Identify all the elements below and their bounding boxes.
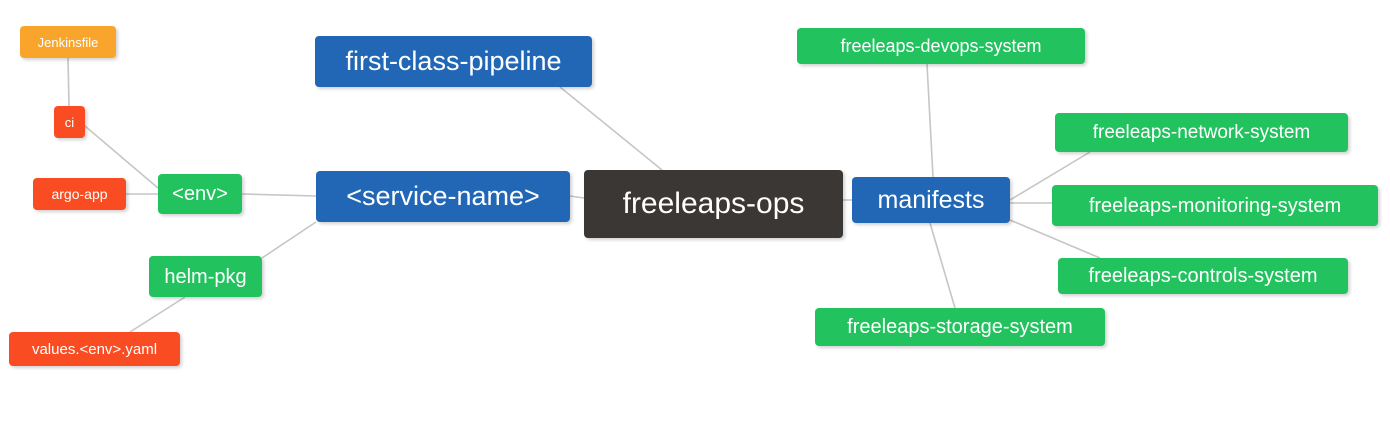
node-jenkinsfile[interactable]: Jenkinsfile [20, 26, 116, 58]
node-env[interactable]: <env> [158, 174, 242, 214]
edge-service-name-to-freeleaps-ops [569, 195, 585, 199]
node-freeleaps-storage-system[interactable]: freeleaps-storage-system [815, 308, 1105, 346]
edge-first-class-pipeline-to-freeleaps-ops [559, 86, 663, 171]
edge-manifests-to-freeleaps-devops-system [926, 63, 934, 178]
edge-jenkinsfile-to-ci [67, 57, 70, 107]
edge-helm-pkg-to-values-yaml [129, 296, 186, 333]
edge-env-to-service-name [241, 193, 317, 197]
edge-service-name-to-helm-pkg [261, 221, 317, 259]
node-values-yaml[interactable]: values.<env>.yaml [9, 332, 180, 366]
node-ci[interactable]: ci [54, 106, 85, 138]
node-manifests[interactable]: manifests [852, 177, 1010, 223]
node-helm-pkg[interactable]: helm-pkg [149, 256, 262, 297]
node-freeleaps-monitoring-system[interactable]: freeleaps-monitoring-system [1052, 185, 1378, 226]
node-service-name[interactable]: <service-name> [316, 171, 570, 222]
node-freeleaps-devops-system[interactable]: freeleaps-devops-system [797, 28, 1085, 64]
edge-manifests-to-freeleaps-controls-system [1009, 219, 1101, 259]
node-freeleaps-network-system[interactable]: freeleaps-network-system [1055, 113, 1348, 152]
node-freeleaps-ops[interactable]: freeleaps-ops [584, 170, 843, 238]
node-first-class-pipeline[interactable]: first-class-pipeline [315, 36, 592, 87]
node-argo-app[interactable]: argo-app [33, 178, 126, 210]
node-freeleaps-controls-system[interactable]: freeleaps-controls-system [1058, 258, 1348, 294]
edge-manifests-to-freeleaps-network-system [1009, 151, 1091, 201]
edge-ci-to-env [84, 125, 159, 189]
edge-manifests-to-freeleaps-storage-system [929, 222, 956, 309]
